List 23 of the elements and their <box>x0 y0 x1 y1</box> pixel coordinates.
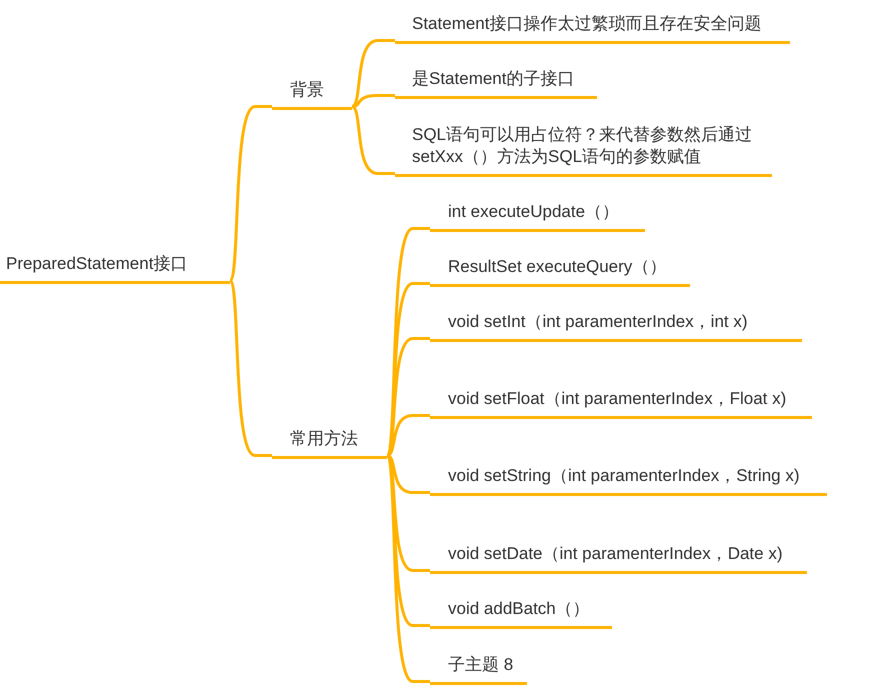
topic-label: 是Statement的子接口 <box>395 58 597 98</box>
branch-line <box>351 39 395 108</box>
topic-label: void setFloat（int paramenterIndex，Float x) <box>430 356 812 418</box>
branch-line <box>386 454 430 683</box>
branch-line <box>352 94 395 108</box>
topic-label: PreparedStatement接口 <box>0 244 230 284</box>
topic-label: 常用方法 <box>272 422 387 458</box>
topic-label: int executeUpdate（） <box>430 192 645 232</box>
branch-line <box>386 414 430 457</box>
topic-label: 背景 <box>272 74 352 110</box>
branch-line <box>351 105 395 175</box>
topic-label: ResultSet executeQuery（） <box>430 246 690 286</box>
topic-label: 子主题 8 <box>430 644 527 684</box>
topic-label: void setDate（int paramenterIndex，Date x) <box>430 512 807 574</box>
topic-label: SQL语句可以用占位符？来代替参数然后通过setXxx（）方法为SQL语句的参数赋值 <box>395 114 772 176</box>
topic-label: void setInt（int paramenterIndex，int x) <box>430 302 802 342</box>
branch-line <box>228 105 272 282</box>
branch-line <box>386 337 430 457</box>
branch-line <box>386 454 430 572</box>
topic-label: void addBatch（） <box>430 588 612 628</box>
branch-line <box>228 280 272 457</box>
topic-label: void setString（int paramenterIndex，String x) <box>430 434 827 496</box>
topic-label: Statement接口操作太过繁琐而且存在安全问题 <box>395 4 790 44</box>
